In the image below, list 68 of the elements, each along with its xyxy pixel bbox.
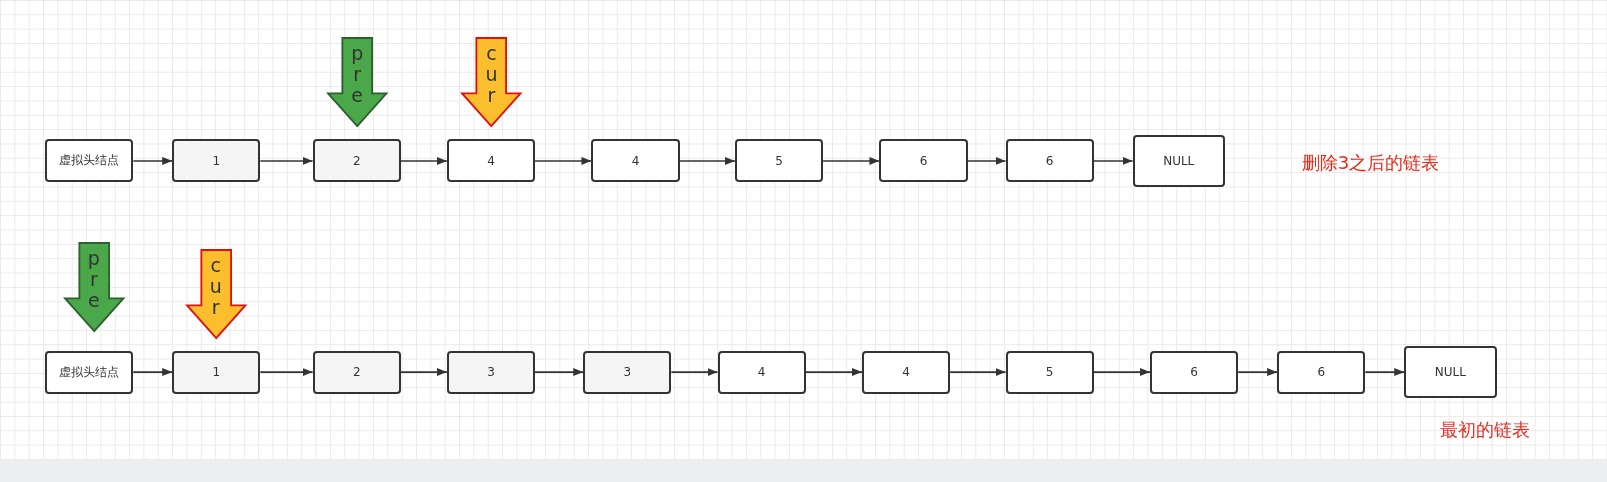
list-node-box <box>1132 135 1225 187</box>
list-node-box <box>734 139 824 183</box>
arrow <box>822 156 881 165</box>
pointer-label: cur <box>208 255 223 318</box>
arrow <box>534 368 585 377</box>
pointer-label: pre <box>350 42 365 106</box>
pointer-arrow <box>63 241 124 333</box>
list-node-box <box>717 350 806 394</box>
node-value: 4 <box>487 153 495 168</box>
arrow <box>949 368 1007 377</box>
node-value: 虚拟头结点 <box>59 363 120 381</box>
node-value: 4 <box>631 153 640 168</box>
list-node-box <box>172 139 261 183</box>
arrow <box>132 368 173 377</box>
pointer-arrow <box>185 249 246 340</box>
list-node-box <box>172 350 261 394</box>
arrow <box>259 156 314 165</box>
list-node-box <box>862 350 951 394</box>
node-value: 4 <box>757 365 766 380</box>
arrow <box>1364 368 1406 377</box>
list-node-box <box>1277 350 1366 394</box>
list-node-box <box>45 139 134 183</box>
list-node-box <box>591 139 680 183</box>
node-value: 4 <box>902 365 910 380</box>
node-value: 3 <box>623 365 632 380</box>
node-value: 5 <box>775 153 783 168</box>
pointer-label: cur <box>484 42 499 106</box>
arrow <box>678 156 736 165</box>
arrow <box>132 156 173 165</box>
arrow <box>534 156 593 165</box>
node-value: 1 <box>212 153 221 168</box>
node-value: 3 <box>487 365 495 380</box>
node-value: 2 <box>352 153 361 168</box>
node-value: 6 <box>1045 153 1054 168</box>
arrow <box>804 368 863 377</box>
pointer-arrow <box>461 36 522 128</box>
arrow <box>399 368 448 377</box>
node-value: 6 <box>1190 365 1198 380</box>
list-node-box <box>1005 350 1094 394</box>
list-node-box <box>45 350 134 394</box>
node-value: 5 <box>1045 365 1054 380</box>
list-node-box <box>312 139 401 183</box>
node-value: NULL <box>1163 153 1195 168</box>
list-node-box <box>446 350 536 394</box>
list-node-box <box>583 350 672 394</box>
list-node-box <box>879 139 968 183</box>
node-value: NULL <box>1434 365 1466 380</box>
pointer-label: pre <box>86 247 101 311</box>
node-value: 虚拟头结点 <box>59 152 120 170</box>
arrow <box>966 156 1007 165</box>
arrow <box>259 368 314 377</box>
node-value: 2 <box>352 365 361 380</box>
arrow <box>1092 368 1151 377</box>
arrow <box>670 368 719 377</box>
node-value: 6 <box>1317 365 1326 380</box>
list-node-box <box>1404 346 1497 398</box>
arrow <box>399 156 448 165</box>
caption-text: 删除3之后的链表 <box>1301 150 1440 175</box>
pointer-arrow <box>326 36 388 128</box>
arrow <box>1237 368 1278 377</box>
list-node-box <box>446 139 536 183</box>
arrow <box>1092 156 1134 165</box>
list-node-box <box>1005 139 1094 183</box>
list-node-box <box>312 350 401 394</box>
caption-text: 最初的链表 <box>1440 418 1531 443</box>
list-node-box <box>1150 350 1239 394</box>
node-value: 1 <box>212 365 221 380</box>
node-value: 6 <box>919 153 928 168</box>
